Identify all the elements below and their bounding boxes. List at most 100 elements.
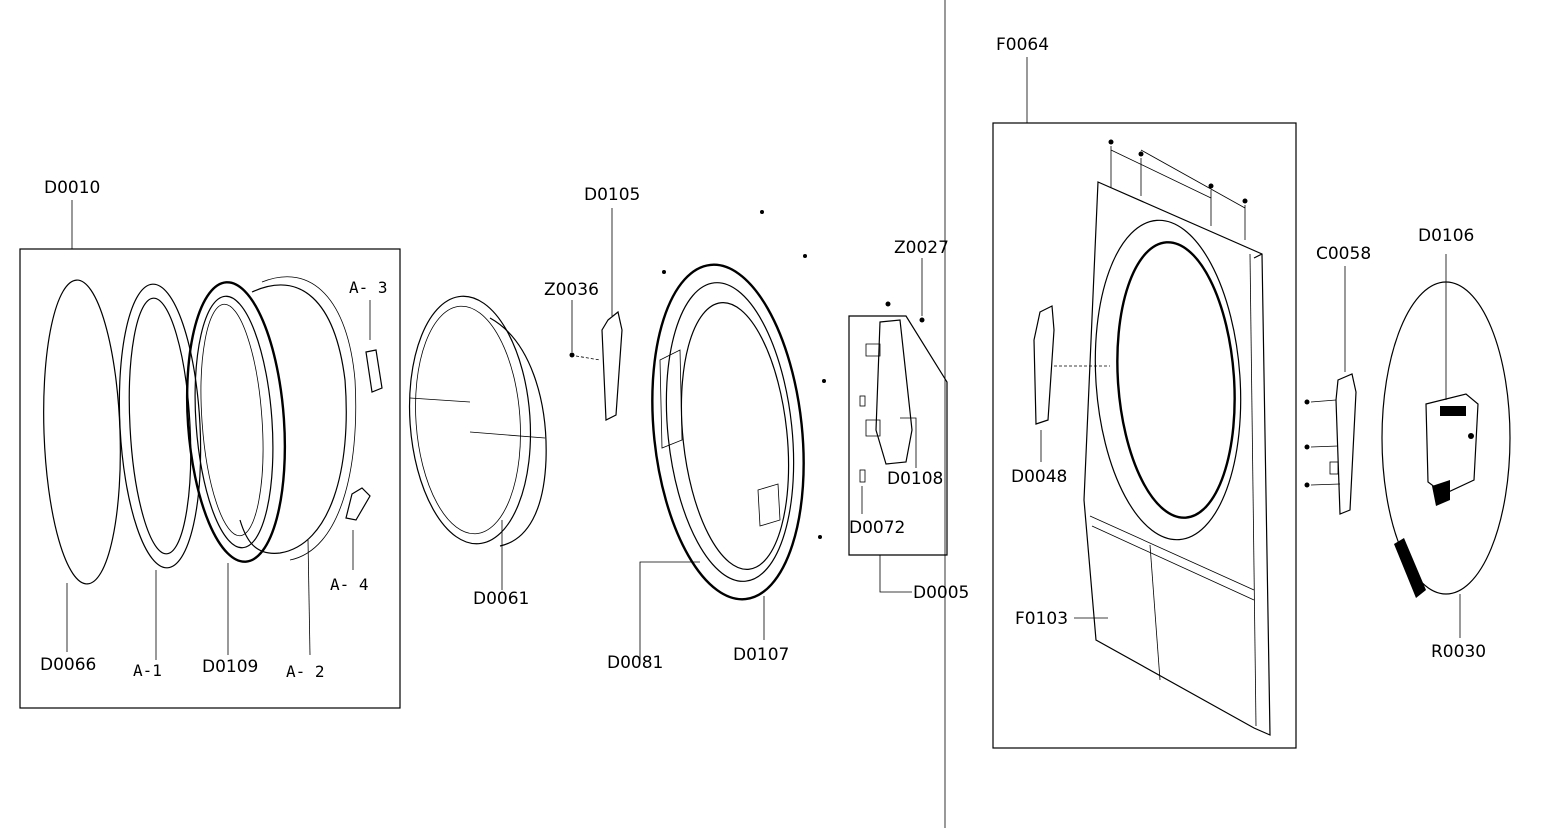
switch-screw-axis-2 <box>1310 445 1339 448</box>
diaphragm-rib-1 <box>409 397 471 403</box>
screw-2 <box>803 254 807 258</box>
screw-handle <box>885 301 891 307</box>
door-diaphragm-group: D0061 <box>408 295 547 609</box>
label-d0107: D0107 <box>733 645 789 665</box>
front-panel-side-edge <box>1249 253 1257 727</box>
screw-z0027-part <box>919 317 925 323</box>
switch-screw-1 <box>1304 399 1310 405</box>
front-panel-split-2 <box>1091 525 1255 601</box>
label-d0010: D0010 <box>44 178 100 198</box>
door-frame-group: D0081 D0107 <box>607 210 826 673</box>
label-d0105: D0105 <box>584 185 640 205</box>
switch-screw-axis-1 <box>1310 399 1337 403</box>
panel-screw-1 <box>1108 139 1114 145</box>
handle-assembly-box <box>848 315 948 556</box>
door-glass-part <box>43 279 121 585</box>
label-d0048: D0048 <box>1011 467 1067 487</box>
label-d0066: D0066 <box>40 655 96 675</box>
screw-1 <box>760 210 764 214</box>
door-assembly-box <box>19 248 401 709</box>
spring-d0072-part <box>859 469 866 483</box>
panel-screw-link-2 <box>1140 149 1246 209</box>
r0030-wire-part <box>1394 538 1426 598</box>
hinge-part <box>601 310 623 421</box>
label-d0072: D0072 <box>849 518 905 538</box>
porthole-outer-part <box>1094 219 1242 541</box>
label-d0081: D0081 <box>607 653 663 673</box>
outer-door-frame-inner <box>665 282 795 582</box>
switch-group: C0058 <box>1304 244 1371 515</box>
door-lock-group: D0106 R0030 <box>1381 226 1511 662</box>
leader-a2 <box>307 539 311 656</box>
panel-screw-3 <box>1208 183 1214 189</box>
door-back-cover-part <box>239 284 347 554</box>
diaphragm-inner-part <box>415 305 521 535</box>
label-d0061: D0061 <box>473 589 529 609</box>
switch-screw-axis-3 <box>1310 483 1341 486</box>
label-z0027: Z0027 <box>894 238 949 258</box>
handle-hook-bottom <box>865 419 881 437</box>
screw-4 <box>822 379 826 383</box>
panel-screw-2 <box>1138 151 1144 157</box>
label-r0030: R0030 <box>1431 642 1486 662</box>
label-a1: A-1 <box>133 661 162 680</box>
door-ring-inner-part <box>128 297 192 555</box>
label-f0064: F0064 <box>996 35 1049 55</box>
door-lock-plate-part <box>1033 305 1055 425</box>
door-frame-lip-part <box>200 303 264 537</box>
screw-z0036-axis <box>575 355 601 361</box>
inner-door-frame-part <box>680 302 790 570</box>
switch-tab <box>1329 461 1339 475</box>
outer-door-frame-part <box>651 263 805 601</box>
door-back-cover-edge <box>261 276 357 561</box>
panel-screw-4 <box>1242 198 1248 204</box>
front-panel-split-3 <box>1149 544 1161 681</box>
latch-mount-part <box>757 483 781 527</box>
diaphragm-rib-2 <box>469 431 546 439</box>
door-lock-pin <box>1468 433 1474 439</box>
switch-screw-2 <box>1304 444 1310 450</box>
front-panel-top-edge <box>1253 253 1263 259</box>
leader-d0108 <box>900 417 917 468</box>
door-lock-top <box>1440 406 1466 416</box>
clip-a4-part <box>345 487 371 521</box>
handle-part <box>875 319 913 465</box>
diaphragm-bowl-part <box>489 317 547 547</box>
leader-d0081 <box>639 561 700 660</box>
screw-z0036-part <box>569 352 575 358</box>
door-assembly-group: D0010 D0066 A-1 D0109 A- 2 A- 3 A- 4 <box>19 178 401 709</box>
label-d0108: D0108 <box>887 469 943 489</box>
switch-screw-3 <box>1304 482 1310 488</box>
label-a3: A- 3 <box>349 278 388 297</box>
diaphragm-outer-part <box>408 295 532 545</box>
label-c0058: C0058 <box>1316 244 1371 264</box>
front-panel-split-1 <box>1089 515 1255 591</box>
label-z0036: Z0036 <box>544 280 599 300</box>
panel-screw-link-1 <box>1110 149 1212 199</box>
screw-5 <box>818 535 822 539</box>
hinge-group: D0105 Z0036 <box>544 185 640 421</box>
label-d0109: D0109 <box>202 657 258 677</box>
front-panel-box <box>992 122 1297 749</box>
door-frame-outer-part <box>185 281 287 563</box>
label-f0103: F0103 <box>1015 609 1068 629</box>
screw-3 <box>662 270 666 274</box>
label-a4: A- 4 <box>330 575 369 594</box>
handle-hook-top <box>865 343 881 357</box>
label-d0106: D0106 <box>1418 226 1474 246</box>
handle-group: Z0027 D0108 D0072 D0005 <box>848 238 969 603</box>
door-frame-inner-part <box>194 295 274 549</box>
leader-d0005 <box>879 555 912 593</box>
door-lock-connector <box>1432 480 1450 506</box>
label-a2: A- 2 <box>286 662 325 681</box>
door-lock-part <box>1425 393 1479 495</box>
door-ring-outer-part <box>118 283 202 569</box>
handle-slot <box>859 395 866 407</box>
front-panel-group: F0064 D0048 F0103 <box>992 35 1297 749</box>
hinge-mount-part <box>659 349 683 449</box>
switch-part <box>1335 373 1357 515</box>
label-d0005: D0005 <box>913 583 969 603</box>
clip-a3-part <box>365 349 383 393</box>
